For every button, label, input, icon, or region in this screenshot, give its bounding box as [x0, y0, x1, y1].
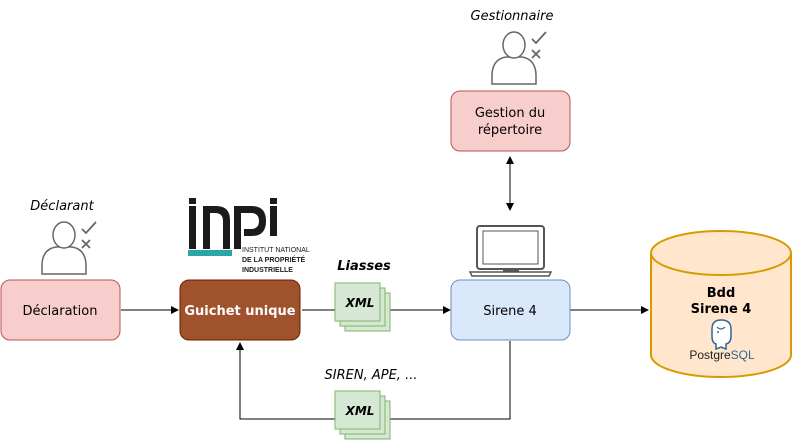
inpi-logo-line2: DE LA PROPRIÉTÉ — [242, 255, 305, 264]
gestion-label-line1: Gestion du — [475, 106, 545, 121]
guichet-unique-box[interactable] — [179, 279, 301, 341]
bdd-sirene-4-cylinder[interactable] — [650, 230, 792, 378]
postgresql-elephant-icon — [711, 319, 732, 351]
user-icon-declarant — [41, 221, 97, 275]
inpi-logo-line3: INDUSTRIELLE — [242, 267, 293, 274]
postgresql-wordmark-b: SQL — [731, 348, 755, 362]
liasses-xml-label: XML — [345, 296, 375, 310]
gestion-repertoire-box[interactable] — [450, 90, 571, 152]
liasses-title: Liasses — [337, 259, 391, 274]
arrow-siren-doc-to-guichet — [236, 342, 335, 420]
postgresql-wordmark-a: Postgre — [689, 348, 731, 362]
gestion-label-line2: répertoire — [478, 123, 542, 138]
inpi-logo: INSTITUT NATIONAL DE LA PROPRIÉTÉ INDUST… — [188, 198, 310, 274]
postgresql-wordmark: PostgreSQL — [689, 348, 755, 362]
siren-xml-stack[interactable]: XML — [334, 390, 391, 440]
user-icon-gestionnaire — [491, 31, 547, 85]
declaration-box[interactable] — [0, 279, 121, 341]
liasses-xml-stack[interactable]: XML — [334, 282, 391, 332]
bdd-label-line2: Sirene 4 — [691, 302, 752, 317]
sirene-4-label: Sirene 4 — [483, 304, 537, 319]
arrow-sirene-back-to-guichet — [388, 341, 511, 420]
siren-xml-label: XML — [345, 404, 375, 418]
siren-ape-title: SIREN, APE, ... — [325, 368, 418, 383]
laptop-icon — [468, 225, 553, 277]
bdd-label-line1: Bdd — [707, 286, 736, 301]
sirene-4-box[interactable] — [450, 279, 571, 341]
actor-label-declarant: Déclarant — [30, 199, 94, 214]
declaration-label: Déclaration — [23, 304, 98, 319]
actor-label-gestionnaire: Gestionnaire — [471, 9, 554, 24]
inpi-logo-line1: INSTITUT NATIONAL — [242, 247, 310, 254]
guichet-unique-label: Guichet unique — [184, 304, 295, 319]
